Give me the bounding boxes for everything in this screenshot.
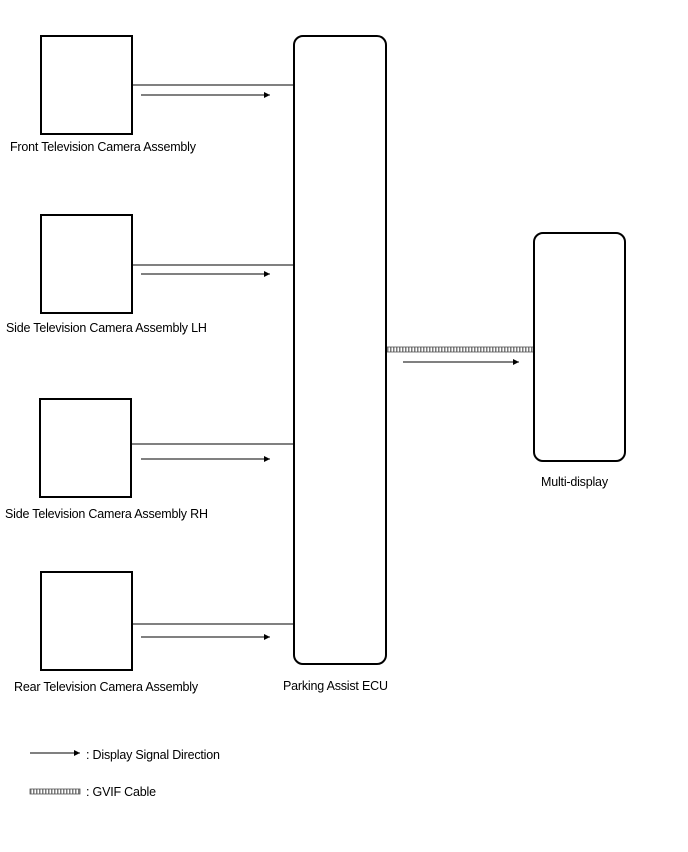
side-lh-camera-box [40, 214, 133, 314]
multi-display-box [533, 232, 626, 462]
side-rh-camera-label: Side Television Camera Assembly RH [5, 507, 208, 521]
front-camera-label: Front Television Camera Assembly [10, 140, 196, 154]
ecu-label: Parking Assist ECU [283, 679, 388, 693]
gvif-cable [385, 346, 535, 353]
front-camera-box [40, 35, 133, 135]
legend-signal-direction: : Display Signal Direction [86, 748, 220, 762]
legend-gvif-icon [29, 788, 81, 795]
rear-camera-label: Rear Television Camera Assembly [14, 680, 198, 694]
side-lh-camera-label: Side Television Camera Assembly LH [6, 321, 207, 335]
legend-gvif-cable: : GVIF Cable [86, 785, 156, 799]
multi-display-label: Multi-display [541, 475, 608, 489]
ecu-box [293, 35, 387, 665]
side-rh-camera-box [39, 398, 132, 498]
rear-camera-box [40, 571, 133, 671]
